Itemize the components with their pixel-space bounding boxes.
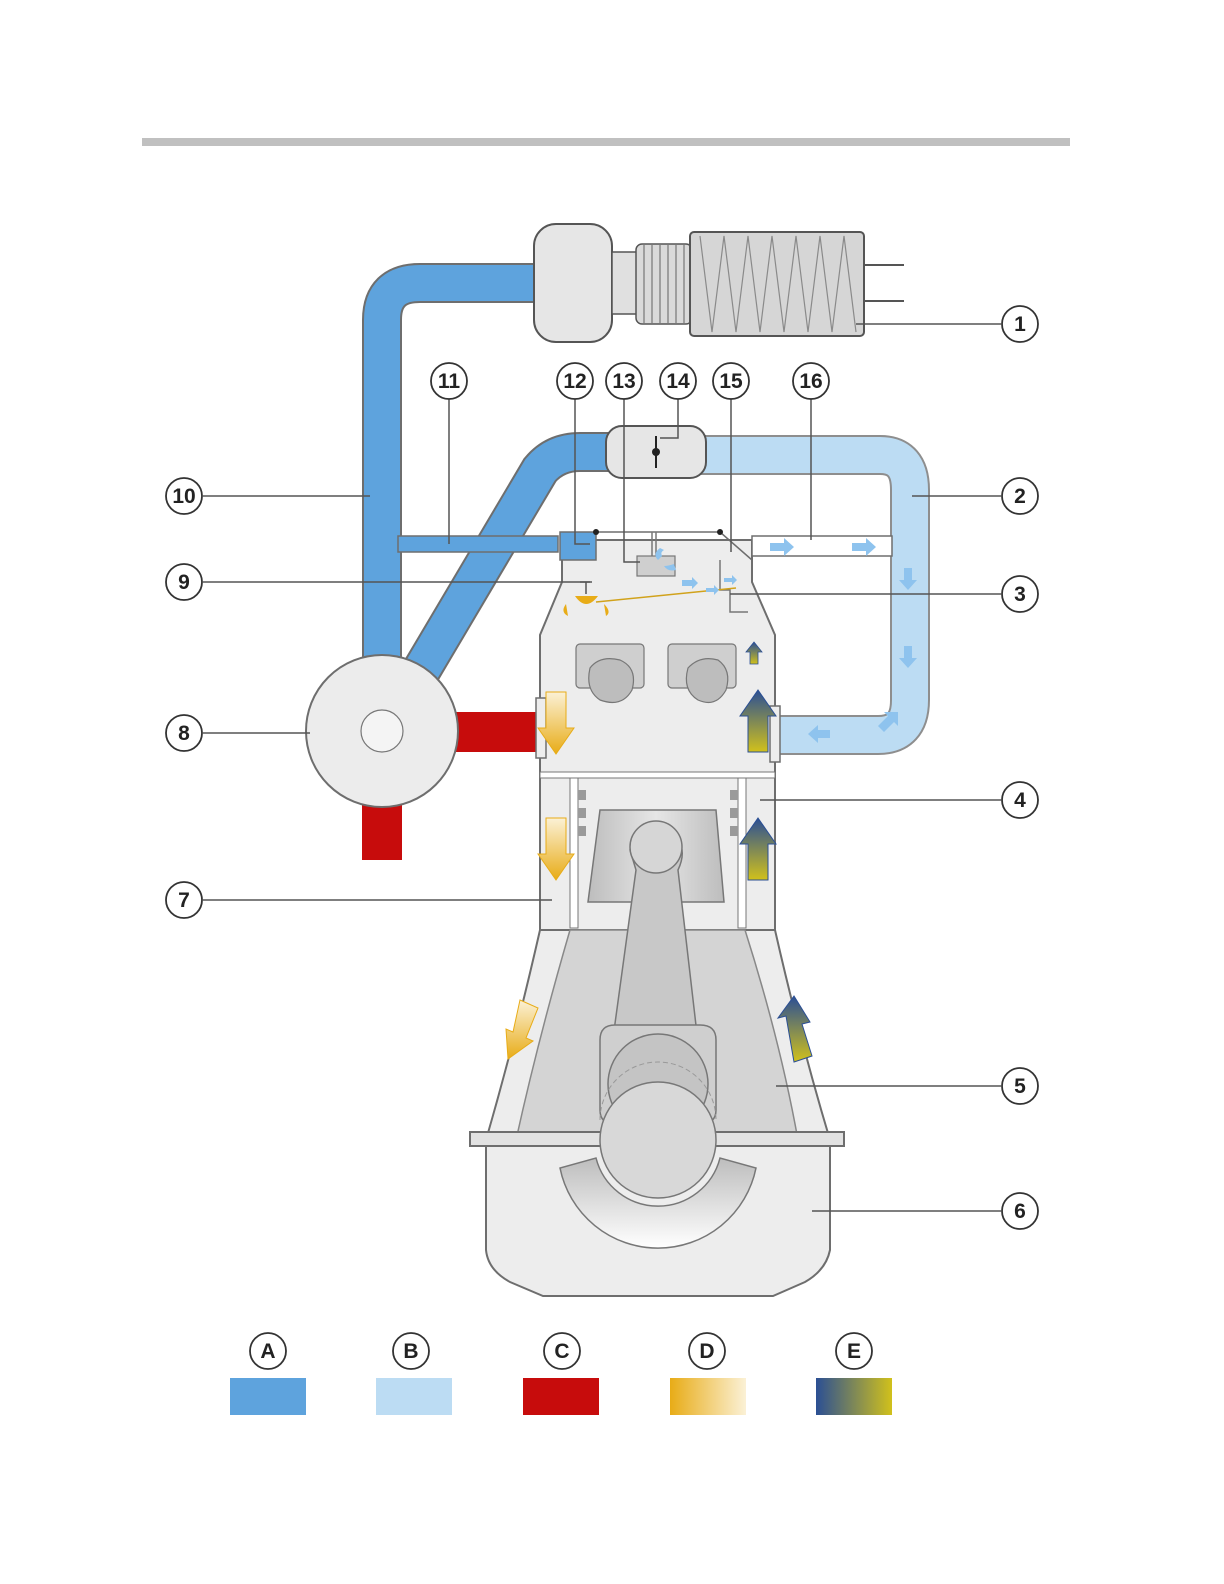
air-filter-housing <box>534 224 612 342</box>
blower-hub <box>361 710 403 752</box>
svg-text:B: B <box>403 1340 418 1363</box>
callout-2: 2 <box>1002 478 1038 514</box>
legend-swatch-e <box>816 1378 892 1415</box>
svg-text:D: D <box>699 1340 714 1363</box>
callout-15: 15 <box>713 363 749 399</box>
legend-item-b: B <box>376 1333 452 1415</box>
crankshaft-journal <box>600 1082 716 1198</box>
svg-text:15: 15 <box>719 370 743 393</box>
callout-13: 13 <box>606 363 642 399</box>
svg-text:3: 3 <box>1014 583 1026 606</box>
cylinder-liner-right <box>738 778 746 928</box>
svg-text:16: 16 <box>799 370 822 393</box>
svg-text:10: 10 <box>172 485 195 508</box>
exhaust-pipe-horizontal <box>452 712 542 752</box>
svg-text:14: 14 <box>666 370 690 393</box>
legend-item-c: C <box>523 1333 599 1415</box>
legend-swatch-c <box>523 1378 599 1415</box>
callout-5: 5 <box>1002 1068 1038 1104</box>
callout-14: 14 <box>660 363 696 399</box>
callout-6: 6 <box>1002 1193 1038 1229</box>
svg-text:2: 2 <box>1014 485 1026 508</box>
callout-1: 1 <box>1002 306 1038 342</box>
legend: A B C D E <box>230 1333 892 1415</box>
head-gasket <box>540 772 775 778</box>
vent-channel-left <box>398 536 558 552</box>
callout-12: 12 <box>557 363 593 399</box>
legend-item-d: D <box>670 1333 746 1415</box>
legend-swatch-a <box>230 1378 306 1415</box>
svg-text:9: 9 <box>178 571 190 594</box>
svg-text:11: 11 <box>438 370 461 393</box>
callout-16: 16 <box>793 363 829 399</box>
bellows-icon <box>636 244 692 324</box>
svg-text:7: 7 <box>178 889 190 912</box>
vent-channel-neck <box>560 532 596 560</box>
legend-swatch-d <box>670 1378 746 1415</box>
callout-7: 7 <box>166 882 202 918</box>
callout-11: 11 <box>431 363 467 399</box>
svg-text:13: 13 <box>612 370 635 393</box>
svg-text:4: 4 <box>1014 789 1026 812</box>
legend-item-e: E <box>816 1333 892 1415</box>
coil-heater-icon <box>690 232 864 336</box>
svg-text:1: 1 <box>1014 313 1026 336</box>
svg-text:12: 12 <box>563 370 586 393</box>
svg-text:8: 8 <box>178 722 190 745</box>
legend-swatch-b <box>376 1378 452 1415</box>
callout-8: 8 <box>166 715 202 751</box>
callout-3: 3 <box>1002 576 1038 612</box>
svg-text:5: 5 <box>1014 1075 1026 1098</box>
svg-text:E: E <box>847 1340 861 1363</box>
legend-item-a: A <box>230 1333 306 1415</box>
svg-text:A: A <box>260 1340 275 1363</box>
svg-text:6: 6 <box>1014 1200 1026 1223</box>
callout-9: 9 <box>166 564 202 600</box>
heater-leads <box>864 265 904 301</box>
svg-text:C: C <box>554 1340 569 1363</box>
cylinder-liner-left <box>570 778 578 928</box>
callout-4: 4 <box>1002 782 1038 818</box>
header-rule <box>142 138 1070 146</box>
air-filter-neck <box>612 252 638 314</box>
callout-10: 10 <box>166 478 202 514</box>
